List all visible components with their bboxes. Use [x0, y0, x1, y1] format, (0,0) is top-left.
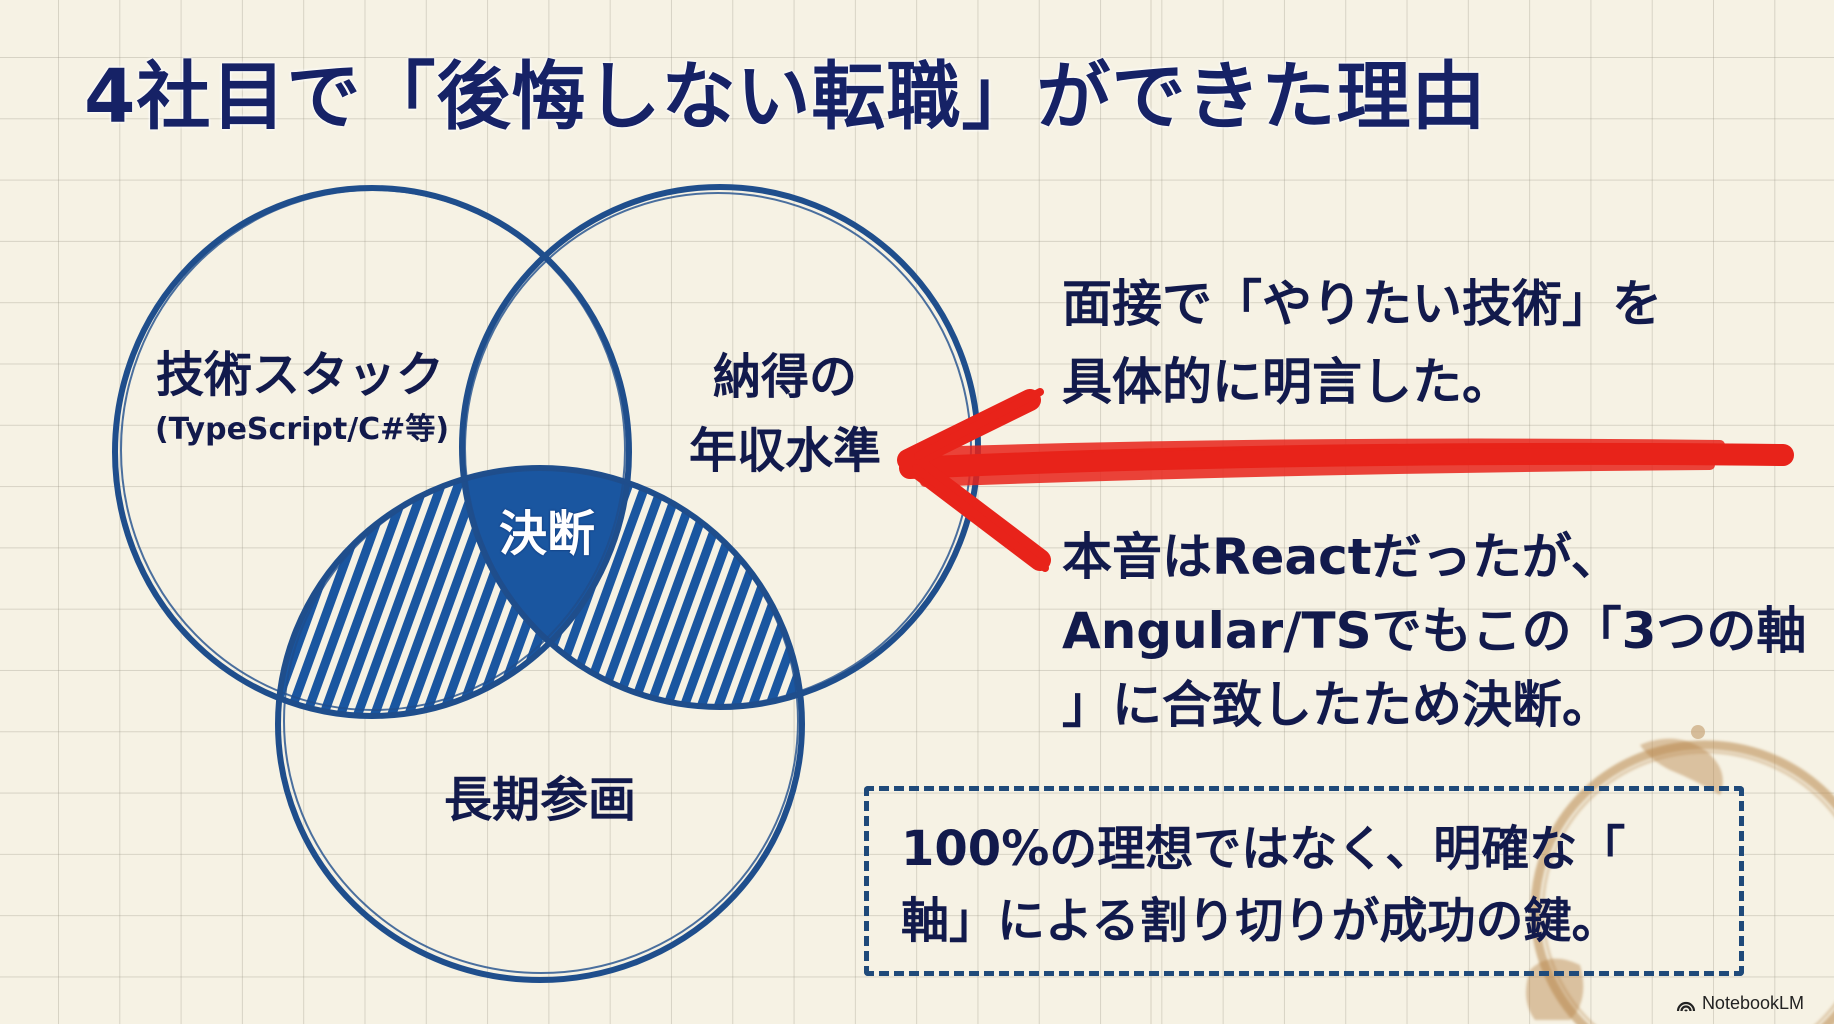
notebooklm-logo-icon — [1676, 1001, 1696, 1012]
note-interview-line2: 具体的に明言した。 — [1062, 353, 1512, 411]
note-decision-line1: 本音はReactだったが、 — [1062, 528, 1621, 586]
venn-label-income-line2: 年収水準 — [688, 423, 881, 479]
venn-label-long-term: 長期参画 — [443, 772, 636, 828]
note-decision: 本音はReactだったが、 Angular/TSでもこの「3つの軸 」に合致した… — [1062, 520, 1806, 742]
note-decision-line2: Angular/TSでもこの「3つの軸 — [1062, 602, 1807, 660]
venn-sublabel-tech-stack: (TypeScript/C#等) — [154, 412, 450, 447]
brand-label: NotebookLM — [1701, 993, 1804, 1013]
note-interview-line1: 面接で「やりたい技術」を — [1062, 275, 1662, 333]
key-message-text: 100%の理想ではなく、明確な「 軸」による割り切りが成功の鍵。 — [901, 813, 1625, 957]
key-message-line2: 軸」による割り切りが成功の鍵。 — [901, 893, 1620, 949]
venn-intersection-label: 決断 — [498, 506, 595, 562]
red-arrow-icon — [897, 388, 1794, 572]
key-message-box: 100%の理想ではなく、明確な「 軸」による割り切りが成功の鍵。 — [864, 786, 1744, 976]
venn-label-income-line1: 納得の — [712, 349, 857, 405]
key-message-line1: 100%の理想ではなく、明確な「 — [901, 821, 1626, 877]
venn-label-income: 納得の 年収水準 — [660, 340, 910, 488]
note-interview: 面接で「やりたい技術」を 具体的に明言した。 — [1062, 265, 1662, 421]
note-decision-line3: 」に合致したため決断。 — [1062, 676, 1612, 734]
paper-fold-line — [1150, 0, 1152, 1024]
venn-label-tech-stack: 技術スタック — [155, 347, 444, 403]
notebooklm-branding: NotebookLM — [1676, 993, 1804, 1014]
circle-long-term — [275, 465, 805, 983]
circle-tech-stack — [112, 185, 632, 719]
page-title: 4社目で「後悔しない転職」ができた理由 — [84, 54, 1487, 140]
